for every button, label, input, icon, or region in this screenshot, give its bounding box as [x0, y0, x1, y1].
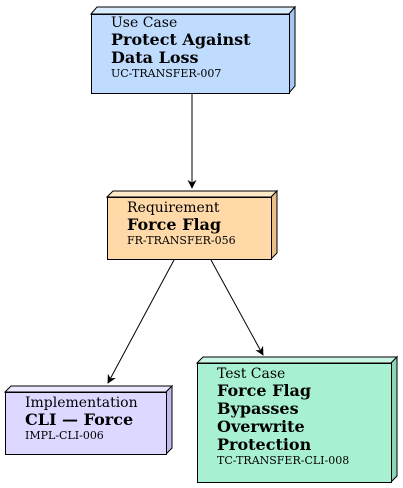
- use-case-title: Protect Against Data Loss: [111, 30, 251, 67]
- requirement-title: Force Flag: [127, 215, 222, 234]
- implementation-title: CLI — Force: [25, 410, 134, 429]
- use-case-node: Use Case Protect Against Data Loss UC-TR…: [91, 14, 290, 94]
- edge-requirement-to-test-case: [210, 259, 264, 356]
- implementation-box-depth: [3, 384, 174, 456]
- implementation-kind: Implementation: [25, 395, 138, 411]
- use-case-id: UC-TRANSFER-007: [111, 67, 222, 80]
- implementation-id: IMPL-CLI-006: [25, 429, 104, 442]
- test-case-node: Test Case Force Flag Bypasses Overwrite …: [197, 363, 392, 483]
- requirement-id: FR-TRANSFER-056: [127, 234, 236, 247]
- requirement-kind: Requirement: [127, 200, 220, 216]
- requirement-box-depth: [105, 189, 279, 261]
- implementation-node: Implementation CLI — Force IMPL-CLI-006: [5, 392, 167, 455]
- edge-requirement-to-implementation: [107, 259, 175, 384]
- use-case-kind: Use Case: [111, 15, 178, 31]
- test-case-title: Force Flag Bypasses Overwrite Protection: [217, 381, 312, 454]
- test-case-id: TC-TRANSFER-CLI-008: [217, 454, 350, 467]
- test-case-kind: Test Case: [217, 366, 286, 382]
- requirement-node: Requirement Force Flag FR-TRANSFER-056: [107, 197, 272, 260]
